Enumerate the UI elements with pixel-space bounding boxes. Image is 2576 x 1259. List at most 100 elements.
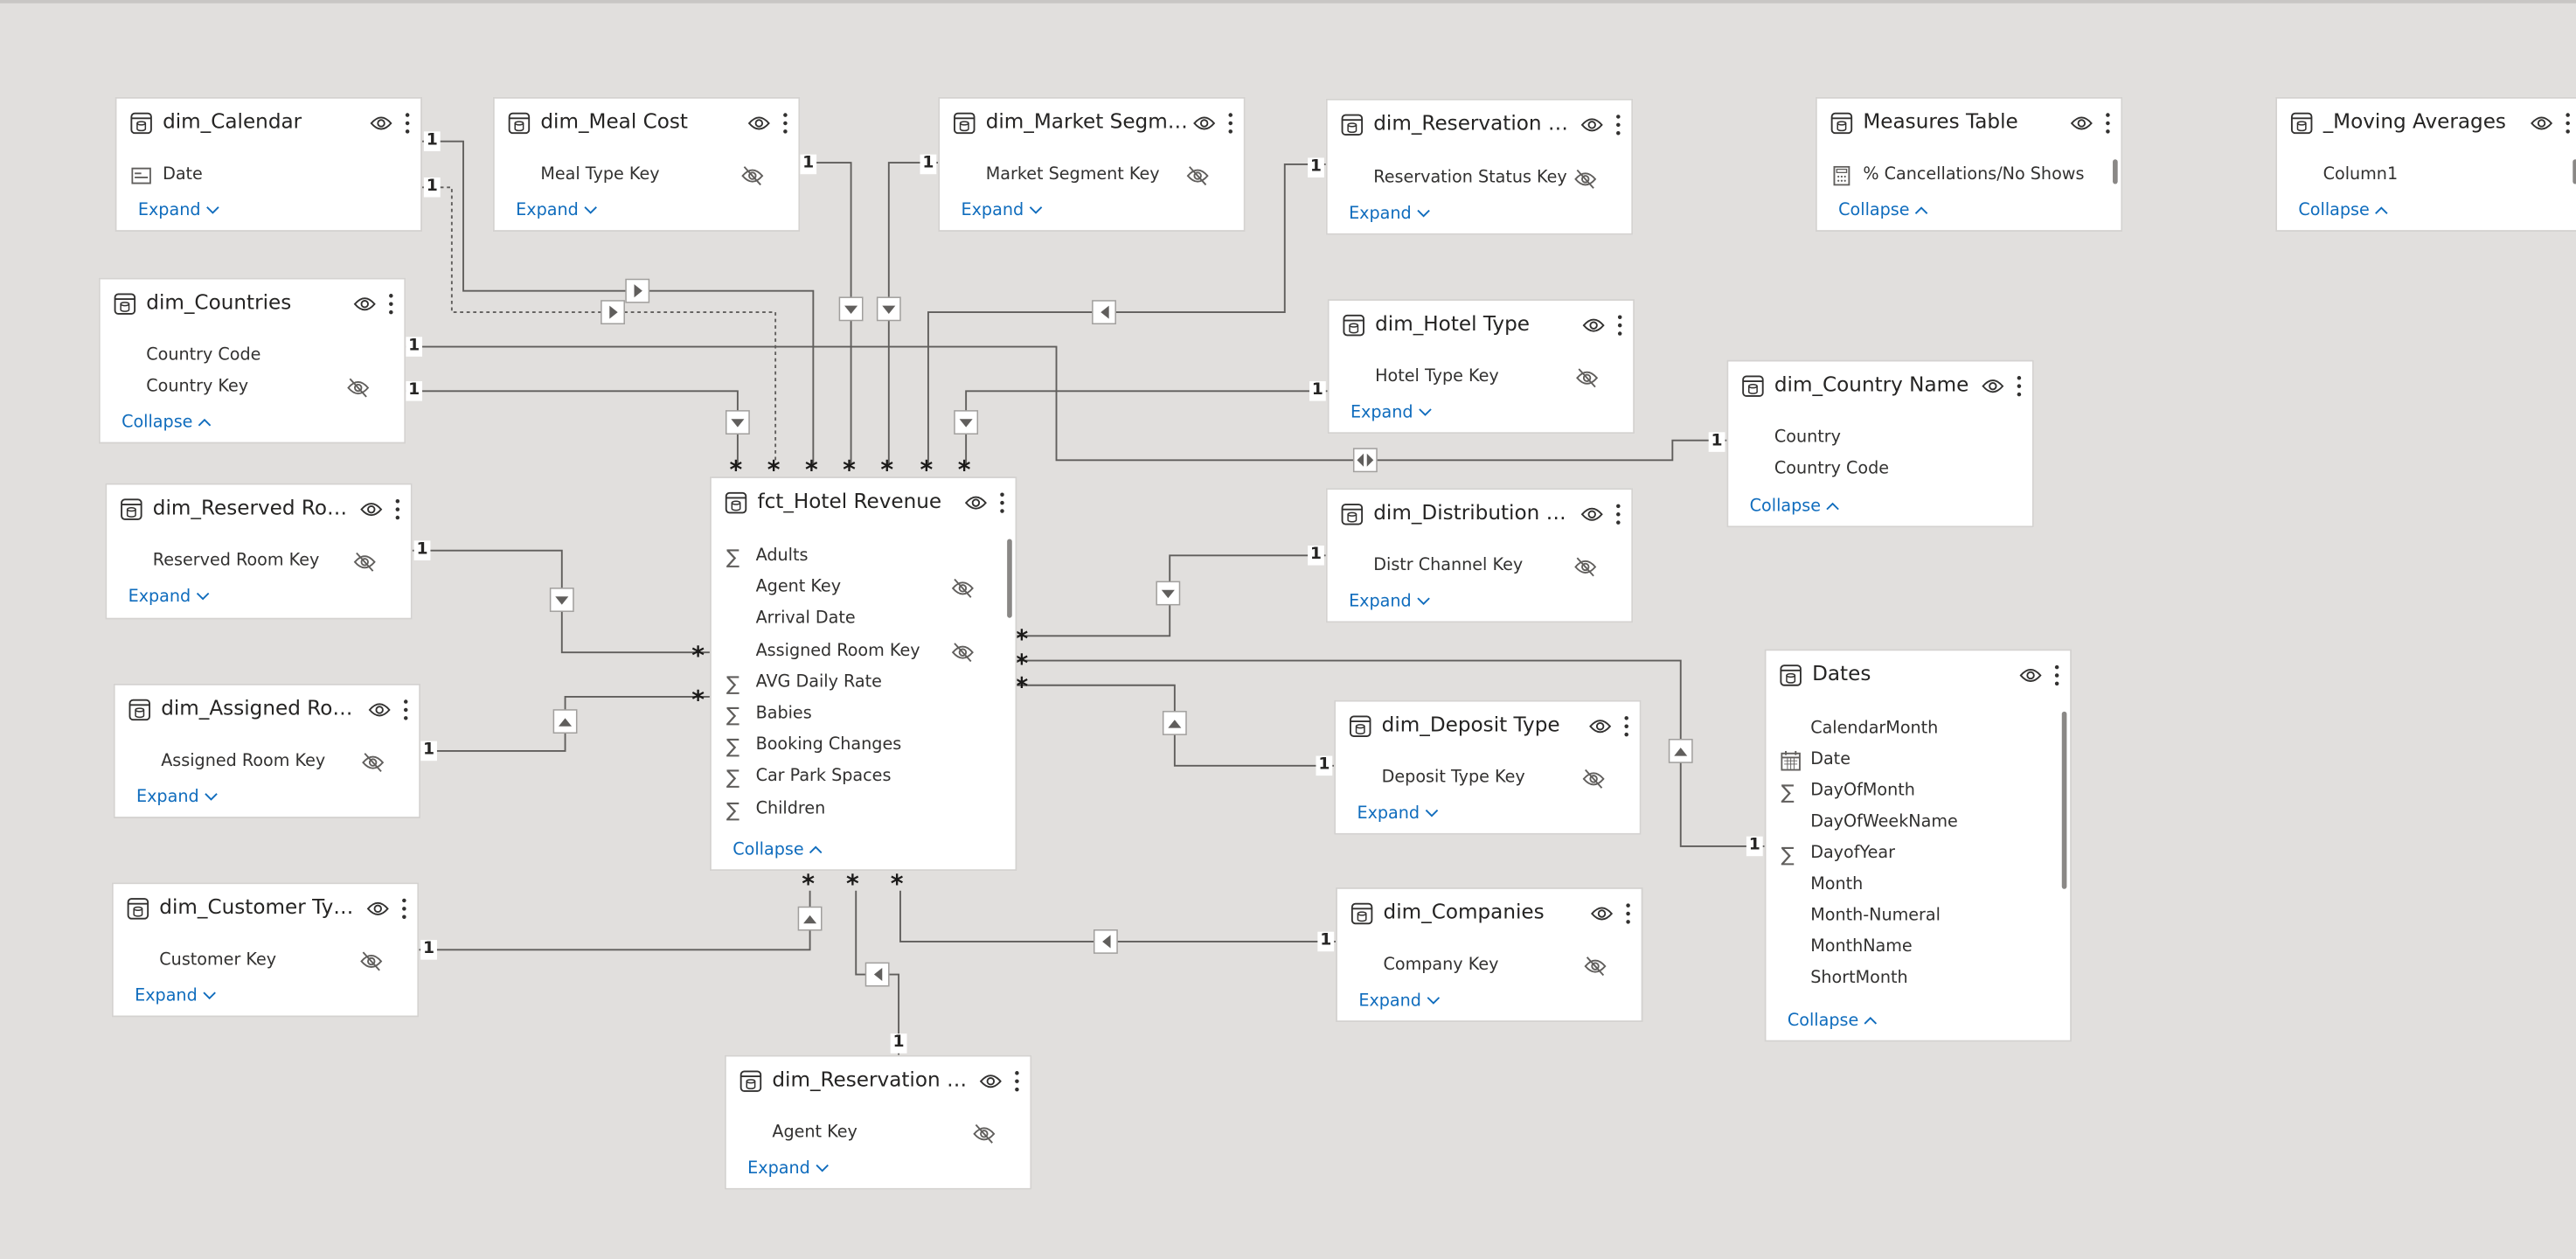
table-card-measures-table[interactable]: Measures Table % Cancellations/No Shows … <box>1815 96 2123 233</box>
expand-toggle[interactable]: Expand <box>1349 205 1431 224</box>
collapse-toggle[interactable]: Collapse <box>2298 202 2389 220</box>
table-header[interactable]: dim_Reservation Status <box>1328 101 1632 150</box>
more-options-icon[interactable] <box>1615 314 1625 337</box>
field-country-code[interactable]: Country Code <box>1774 460 1890 478</box>
hidden-field-icon[interactable] <box>361 753 385 773</box>
field-dayofyear[interactable]: DayofYear <box>1810 845 1896 863</box>
more-options-icon[interactable] <box>1226 112 1235 135</box>
more-options-icon[interactable] <box>1614 503 1623 525</box>
table-header[interactable]: dim_Customer Type <box>114 884 418 933</box>
table-header[interactable]: dim_Hotel Type <box>1330 301 1634 350</box>
collapse-toggle[interactable]: Collapse <box>1788 1012 1878 1030</box>
collapse-toggle[interactable]: Collapse <box>1750 497 1841 516</box>
table-header[interactable]: fct_Hotel Revenue <box>712 478 1016 527</box>
field-company-key[interactable]: Company Key <box>1383 956 1499 975</box>
eye-icon[interactable] <box>1590 904 1614 924</box>
eye-icon[interactable] <box>353 294 376 314</box>
eye-icon[interactable] <box>747 114 770 134</box>
eye-icon[interactable] <box>964 493 987 513</box>
table-header[interactable]: dim_Countries <box>101 280 405 329</box>
table-card-dim-calendar[interactable]: dim_Calendar Date Expand <box>115 96 423 233</box>
field-calendarmonth[interactable]: CalendarMonth <box>1810 720 1939 738</box>
eye-icon[interactable] <box>979 1071 1002 1091</box>
scrollbar[interactable] <box>2573 159 2576 184</box>
table-header[interactable]: dim_Country Name <box>1728 361 2032 410</box>
field-deposit-type-key[interactable]: Deposit Type Key <box>1381 769 1525 788</box>
field-dayofmonth[interactable]: DayOfMonth <box>1810 782 1915 801</box>
table-card-dim-reservation-status[interactable]: dim_Reservation Status Reservation Statu… <box>1325 98 1634 235</box>
table-card-dim-reserved-room[interactable]: dim_Reserved Room ... Reserved Room Key … <box>105 483 413 620</box>
field-month-numeral[interactable]: Month-Numeral <box>1810 907 1941 926</box>
scrollbar[interactable] <box>1007 539 1012 618</box>
field-country-code[interactable]: Country Code <box>146 346 261 365</box>
eye-icon[interactable] <box>1588 716 1612 736</box>
collapse-toggle[interactable]: Collapse <box>122 414 212 432</box>
table-card-dim-hotel-type[interactable]: dim_Hotel Type Hotel Type Key Expand <box>1327 299 1635 435</box>
collapse-toggle[interactable]: Collapse <box>733 841 823 859</box>
table-card-dim-companies[interactable]: dim_Companies Company Key Expand <box>1336 887 1643 1023</box>
field-shortmonth[interactable]: ShortMonth <box>1810 969 1908 988</box>
hidden-field-icon[interactable] <box>1584 956 1607 977</box>
field-avg-daily-rate[interactable]: AVG Daily Rate <box>755 673 882 692</box>
field-children[interactable]: Children <box>755 800 826 818</box>
hidden-field-icon[interactable] <box>951 578 974 599</box>
more-options-icon[interactable] <box>402 112 412 135</box>
table-header[interactable]: dim_Calendar <box>116 99 420 148</box>
expand-toggle[interactable]: Expand <box>962 202 1044 220</box>
field-reserved-room-key[interactable]: Reserved Room Key <box>152 552 320 571</box>
hidden-field-icon[interactable] <box>1186 166 1209 186</box>
eye-icon[interactable] <box>1982 376 2004 396</box>
table-header[interactable]: dim_Reserved Room ... <box>107 484 411 533</box>
expand-toggle[interactable]: Expand <box>136 789 219 807</box>
expand-toggle[interactable]: Expand <box>1350 404 1433 422</box>
more-options-icon[interactable] <box>2014 375 2024 398</box>
field-reservation-status-key[interactable]: Reservation Status Key <box>1373 169 1567 188</box>
eye-icon[interactable] <box>366 899 389 919</box>
hidden-field-icon[interactable] <box>1575 368 1599 388</box>
field-car-park-spaces[interactable]: Car Park Spaces <box>755 767 892 786</box>
field-country[interactable]: Country <box>1774 428 1841 448</box>
hidden-field-icon[interactable] <box>347 378 370 398</box>
more-options-icon[interactable] <box>1623 902 1633 925</box>
field-dayofweekname[interactable]: DayOfWeekName <box>1810 813 1958 832</box>
field-hotel-type-key[interactable]: Hotel Type Key <box>1375 368 1499 386</box>
eye-icon[interactable] <box>2070 114 2093 134</box>
table-header[interactable]: dim_Distribution Cha... <box>1328 490 1632 539</box>
table-header[interactable]: dim_Meal Cost <box>495 99 799 148</box>
field-meal-type-key[interactable]: Meal Type Key <box>540 165 660 184</box>
scrollbar[interactable] <box>2113 159 2118 184</box>
more-options-icon[interactable] <box>392 497 402 520</box>
table-card-moving-averages[interactable]: _Moving Averages Column1 Collapse <box>2275 96 2576 233</box>
field-column1[interactable]: Column1 <box>2323 165 2399 184</box>
field-babies[interactable]: Babies <box>755 705 812 723</box>
hidden-field-icon[interactable] <box>1574 557 1597 577</box>
more-options-icon[interactable] <box>1614 114 1623 136</box>
table-card-dim-country-name[interactable]: dim_Country Name Country Country Code Co… <box>1726 359 2034 528</box>
eye-icon[interactable] <box>1582 316 1605 336</box>
field-booking-changes[interactable]: Booking Changes <box>755 736 902 755</box>
hidden-field-icon[interactable] <box>353 552 376 573</box>
field-agent-key[interactable]: Agent Key <box>772 1123 858 1143</box>
table-card-dim-countries[interactable]: dim_Countries Country Code Country Key C… <box>98 277 406 444</box>
field-adults[interactable]: Adults <box>755 546 809 566</box>
eye-icon[interactable] <box>2530 114 2553 134</box>
eye-icon[interactable] <box>1193 114 1216 134</box>
expand-toggle[interactable]: Expand <box>138 202 220 220</box>
scrollbar[interactable] <box>2061 711 2067 889</box>
hidden-field-icon[interactable] <box>951 643 974 663</box>
field-customer-key[interactable]: Customer Key <box>159 951 277 970</box>
field-country-key[interactable]: Country Key <box>146 378 249 396</box>
eye-icon[interactable] <box>370 114 392 134</box>
more-options-icon[interactable] <box>386 293 396 316</box>
table-card-dates[interactable]: Dates CalendarMonth Date ∑ DayOfMonth Da… <box>1764 649 2073 1042</box>
expand-toggle[interactable]: Expand <box>128 588 211 607</box>
expand-toggle[interactable]: Expand <box>135 988 217 1005</box>
expand-toggle[interactable]: Expand <box>747 1160 830 1179</box>
table-header[interactable]: dim_Market Segment <box>940 99 1244 148</box>
field-market-segment-key[interactable]: Market Segment Key <box>985 165 1160 184</box>
field-assigned-room-key[interactable]: Assigned Room Key <box>161 752 326 771</box>
table-card-dim-market-segment[interactable]: dim_Market Segment Market Segment Key Ex… <box>938 96 1246 233</box>
more-options-icon[interactable] <box>997 491 1007 514</box>
field-arrival-date[interactable]: Arrival Date <box>755 609 856 628</box>
eye-icon[interactable] <box>360 499 383 519</box>
